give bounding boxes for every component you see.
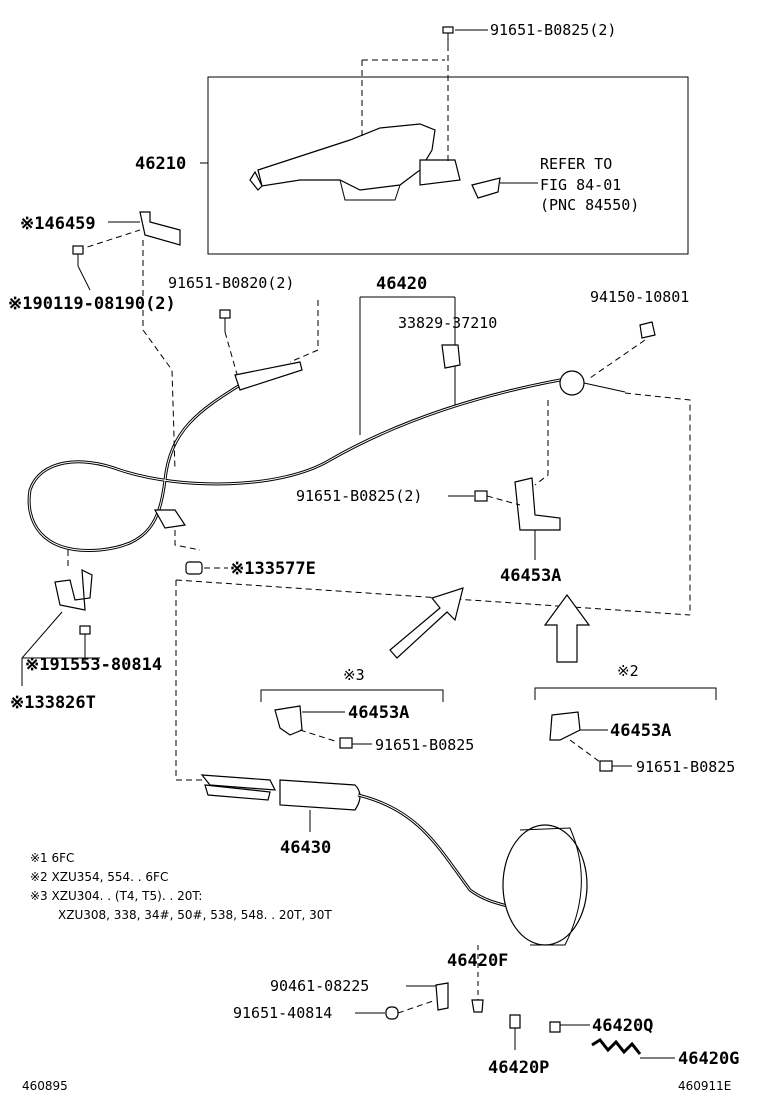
label-clip-33577[interactable]: ※133577E [230, 559, 316, 579]
label-cable-rear[interactable]: 46430 [280, 838, 331, 858]
label-cable-front[interactable]: 46420 [376, 274, 427, 294]
label-bracket-46459[interactable]: ※146459 [20, 214, 96, 234]
note-1: ※1 6FC [30, 851, 74, 865]
bolt-b0825-v2-part [599, 760, 613, 772]
label-bolt-90119[interactable]: ※190119-08190(2) [8, 294, 176, 314]
label-lever[interactable]: 46210 [135, 154, 186, 174]
bracket-46459-part [139, 211, 181, 246]
bolt-b0825-2-part [474, 490, 488, 502]
cable-rear-part [200, 774, 554, 922]
cable-front-part [27, 361, 626, 552]
label-bolt-b0825-v3[interactable]: 91651-B0825 [375, 736, 474, 754]
bracket-46453a-v2-part [549, 711, 581, 741]
label-bolt-b0820[interactable]: 91651-B0820(2) [168, 274, 294, 292]
label-bolt-top[interactable]: 91651-B0825(2) [490, 21, 616, 39]
label-bolt-91553[interactable]: ※191553-80814 [25, 655, 162, 675]
bracket-46453a-v3-part [274, 705, 303, 736]
label-bracket-46453a-v3[interactable]: 46453A [348, 703, 409, 723]
bolt-91553-part [79, 625, 91, 635]
bracket-46453a-main-part [514, 477, 561, 531]
bolt-90119-part [72, 245, 84, 255]
label-refer-1: REFER TO [540, 155, 612, 173]
label-part-46420g[interactable]: 46420G [678, 1049, 739, 1069]
clip-33829-part [441, 344, 461, 369]
label-part-46420f[interactable]: 46420F [447, 951, 508, 971]
spring-46420g-part [591, 1038, 642, 1055]
code-left: 460895 [22, 1079, 68, 1093]
label-part-46420q[interactable]: 46420Q [592, 1016, 653, 1036]
part-46420f-part [471, 999, 484, 1013]
bolt-b0825-v3-part [339, 737, 353, 749]
bolt-top-part [442, 26, 488, 45]
label-variant-2: ※2 [617, 662, 639, 680]
label-bolt-b0825-2[interactable]: 91651-B0825(2) [296, 487, 422, 505]
arrow-diagonal-icon [389, 587, 464, 659]
lever-part [249, 123, 501, 201]
note-3: ※3 XZU304. . (T4, T5). . 20T: [30, 889, 202, 903]
label-refer-3: (PNC 84550) [540, 196, 639, 214]
brake-drum-part [502, 824, 588, 946]
code-right: 460911E [678, 1079, 731, 1093]
bolt-40814-part [385, 1006, 399, 1020]
arrow-up-icon [543, 593, 591, 663]
label-clip-33829[interactable]: 33829-37210 [398, 314, 497, 332]
label-bolt-b0825-v2[interactable]: 91651-B0825 [636, 758, 735, 776]
label-bolt-90461[interactable]: 90461-08225 [270, 977, 369, 995]
grommet-94150-part [639, 321, 656, 339]
bolt-b0820-part [219, 309, 231, 319]
label-bolt-40814[interactable]: 91651-40814 [233, 1004, 332, 1022]
label-refer-2: FIG 84-01 [540, 176, 621, 194]
note-2: ※2 XZU354, 554. . 6FC [30, 870, 168, 884]
label-grommet-94150[interactable]: 94150-10801 [590, 288, 689, 306]
part-46420q-part [549, 1021, 561, 1033]
bracket-33826-part [54, 568, 93, 611]
label-bracket-46453a-main[interactable]: 46453A [500, 566, 561, 586]
bolt-90461-part [435, 982, 449, 1011]
part-46420p-part [509, 1014, 521, 1029]
label-bracket-46453a-v2[interactable]: 46453A [610, 721, 671, 741]
label-variant-3: ※3 [343, 666, 365, 684]
note-3b: XZU308, 338, 34#, 50#, 538, 548. . 20T, … [58, 908, 332, 922]
cable-clamp-part [153, 509, 187, 529]
label-bracket-33826[interactable]: ※133826T [10, 693, 96, 713]
label-part-46420p[interactable]: 46420P [488, 1058, 549, 1078]
clip-33577-part [185, 561, 203, 575]
